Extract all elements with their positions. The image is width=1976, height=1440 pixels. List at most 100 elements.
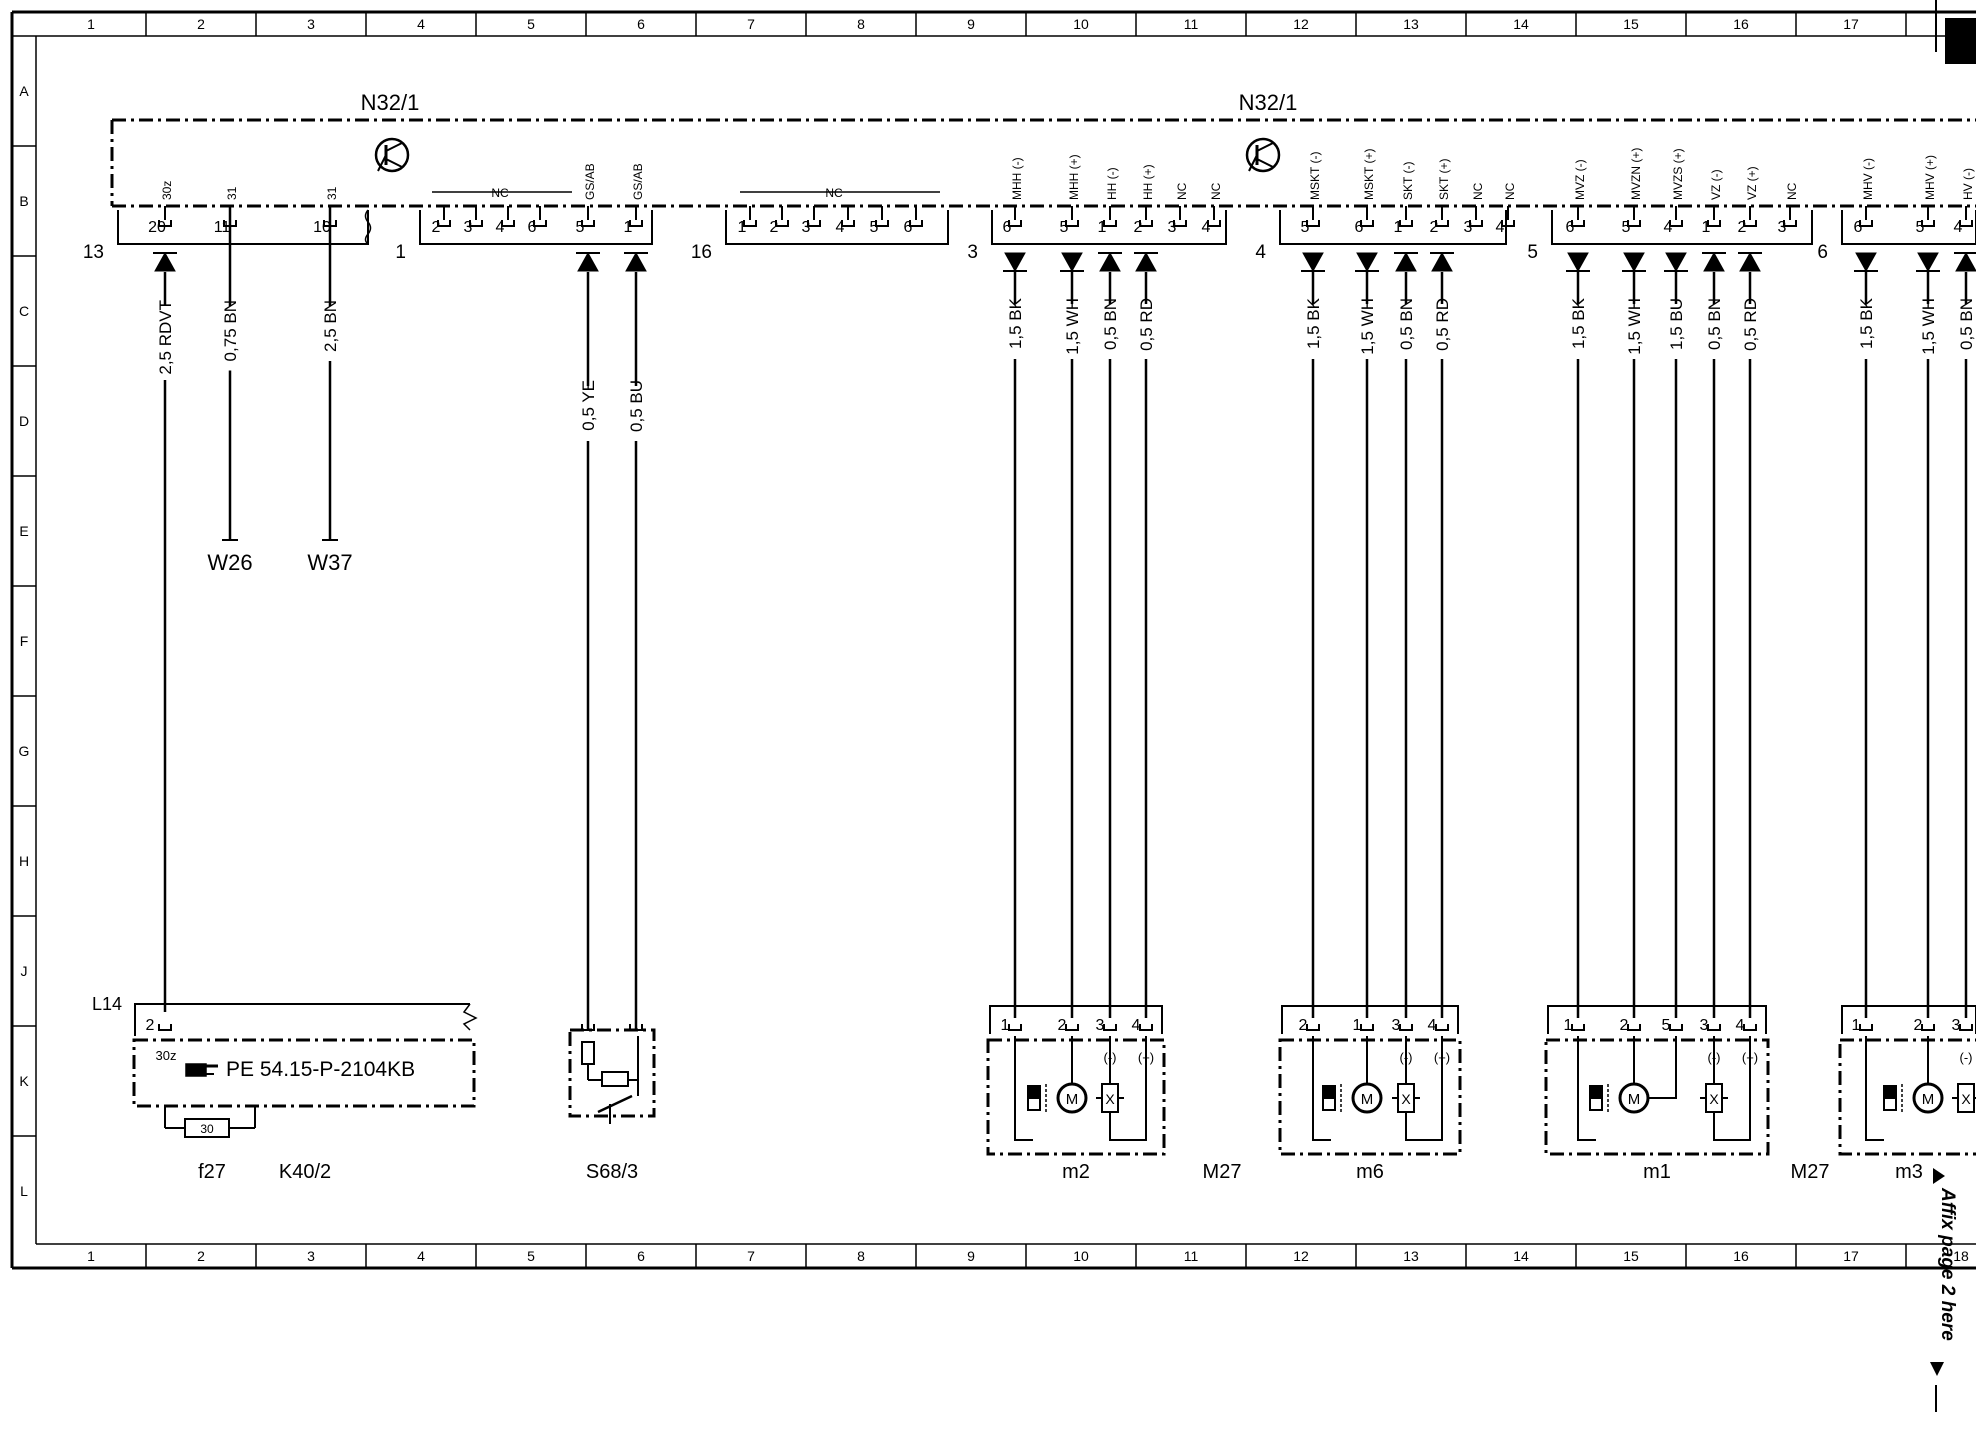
pin-terminal [1959, 1024, 1973, 1031]
wire-label: 0,75 BN [221, 300, 240, 361]
pin-signal-label: MSKT (-) [1308, 152, 1322, 200]
fuse-icon [184, 1118, 230, 1138]
col-number-bottom: 12 [1293, 1248, 1309, 1264]
pin-number: 4 [1664, 219, 1673, 236]
row-letter: B [19, 193, 28, 209]
row-letter: A [19, 83, 29, 99]
wire-label: 0,5 BN [1101, 298, 1120, 350]
col-number-top: 1 [87, 16, 95, 32]
pin-signal-label: HH (+) [1141, 164, 1155, 200]
wire-label: 0,5 BN [1957, 298, 1976, 350]
pin-signal-label: MVZ (-) [1573, 159, 1587, 200]
affix-note: Affix page 2 here [1930, 1187, 1958, 1376]
wire-motor: 0,5 RD [1433, 272, 1452, 1018]
reference-label: PE 54.15-P-2104KB [226, 1058, 415, 1081]
wire-motor: 1,5 WH [1063, 272, 1082, 1018]
pin-number: 20 [148, 219, 166, 236]
position-sensor-fill [1322, 1085, 1336, 1099]
col-number-bottom: 18 [1953, 1248, 1969, 1264]
transistor-icon [374, 137, 410, 173]
wire-arrow [1431, 251, 1453, 272]
connector-housing [725, 210, 949, 245]
switch-s68: S68/3 [568, 1024, 656, 1183]
pin-number: 5 [870, 219, 879, 236]
fuse-value: 30 [200, 1122, 214, 1136]
motor-wire [1405, 1036, 1443, 1141]
motor-symbol: M [1361, 1091, 1374, 1108]
pin-terminal [1669, 1024, 1683, 1031]
col-number-bottom: 14 [1513, 1248, 1529, 1264]
unit-label-right: N32/1 [1239, 90, 1298, 115]
transistor-lead [1248, 154, 1258, 172]
wire-w37: 2,5 BN [321, 206, 340, 540]
wire-label: 1,5 BK [1304, 297, 1323, 349]
position-sensor-fill [1589, 1085, 1603, 1099]
pin-number: 3 [1168, 219, 1177, 236]
ground-label: W26 [207, 550, 252, 575]
wire-motor: 0,5 BN [1957, 272, 1976, 1018]
wire-label: 1,5 WH [1063, 298, 1082, 355]
pin-terminal [1306, 220, 1320, 227]
wire-label: 0,5 RD [1433, 298, 1452, 351]
break-mark [364, 209, 372, 245]
row-letter: J [21, 963, 28, 979]
pin-number: 6 [1566, 219, 1575, 236]
motor-wire [1312, 1036, 1331, 1141]
connector-housing [134, 1003, 470, 1036]
pin-signal-label: 30z [156, 1048, 177, 1063]
wire-arrow [625, 251, 647, 272]
switch-contact [597, 1094, 633, 1114]
wire-label: 1,5 WH [1625, 298, 1644, 355]
col-number-bottom: 2 [197, 1248, 205, 1264]
pin-terminal [1627, 1024, 1641, 1031]
nc-label: NC [491, 186, 509, 200]
pin-number: 4 [1132, 1017, 1141, 1034]
pin-signal-label: NC [1785, 182, 1799, 200]
pin-number: 3 [1392, 1017, 1401, 1034]
pin-signal-label: MSKT (+) [1362, 149, 1376, 200]
pin-signal-label: VZ (-) [1709, 169, 1723, 200]
col-number-bottom: 11 [1184, 1248, 1199, 1264]
pin-signal-label: MVZN (+) [1629, 148, 1643, 200]
col-number-bottom: 15 [1623, 1248, 1639, 1264]
heater-symbol: X [1401, 1091, 1411, 1107]
pin-number: 4 [836, 219, 845, 236]
col-number-bottom: 3 [307, 1248, 315, 1264]
wire-label: 1,5 BU [1667, 298, 1686, 350]
motor-label: m6 [1356, 1161, 1384, 1183]
wire-label: 2,5 BN [321, 300, 340, 352]
pin-terminal [1008, 220, 1022, 227]
wire-motor: 0,5 BN [1397, 272, 1416, 1018]
pin-number: 1 [1001, 1017, 1010, 1034]
motor-wire-hidden [1634, 1112, 1674, 1140]
wire-arrow [1917, 252, 1939, 273]
wire-label: 0,5 YE [579, 380, 598, 431]
motor-border [986, 1038, 1166, 1156]
wire-label: 1,5 BK [1569, 297, 1588, 349]
pin-number: 2 [1738, 219, 1747, 236]
pin-number: 6 [528, 219, 537, 236]
pin-terminal [1707, 1024, 1721, 1031]
pointing-hand-icon [185, 1063, 218, 1077]
motor-border [1278, 1038, 1462, 1156]
affix-arrow-icon [1933, 1168, 1945, 1184]
pin-terminal [469, 220, 483, 227]
motor-border [1544, 1038, 1770, 1156]
connector-id: 5 [1527, 242, 1538, 263]
pin-terminal [1435, 220, 1449, 227]
ground-label: W37 [307, 550, 352, 575]
pin-number: 1 [624, 219, 633, 236]
pin-number: 3 [1464, 219, 1473, 236]
col-number-bottom: 4 [417, 1248, 425, 1264]
pin-number: 2 [146, 1017, 155, 1034]
resistor-icon [581, 1041, 595, 1065]
pin-terminal [1707, 220, 1721, 227]
position-sensor-fill [1027, 1085, 1041, 1099]
row-letter: L [20, 1183, 28, 1199]
col-number-top: 5 [527, 16, 535, 32]
